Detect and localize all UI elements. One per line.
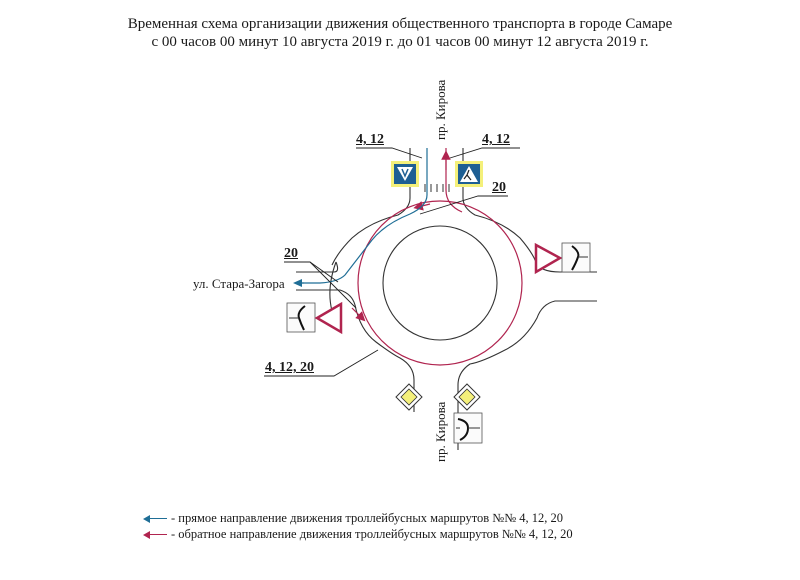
reverse-route-path	[357, 148, 523, 366]
legend-reverse-text: - обратное направление движения троллейб…	[171, 527, 573, 541]
street-name-north: пр. Кирова	[433, 79, 448, 140]
street-name-south: пр. Кирова	[433, 401, 448, 462]
pedestrian-crossing-sign-icon	[455, 161, 483, 187]
detour-sign-icon	[391, 161, 419, 187]
main-road-sign-right-icon	[453, 383, 481, 411]
legend-forward: - прямое направление движения троллейбус…	[143, 511, 563, 526]
route-label-north-ring: 20	[492, 180, 506, 195]
roundabout-plate-south-icon	[453, 412, 483, 444]
roundabout-plate-west-icon	[286, 302, 316, 333]
route-label-north-left: 4, 12	[356, 132, 384, 147]
give-way-sign-west-icon	[314, 301, 343, 335]
route-label-north-right: 4, 12	[482, 132, 510, 147]
scheme-period: с 00 часов 00 минут 10 августа 2019 г. д…	[151, 34, 649, 50]
legend-forward-text: - прямое направление движения троллейбус…	[171, 511, 564, 525]
crosswalk	[424, 184, 450, 192]
scheme-title: Временная схема организации движения общ…	[127, 16, 673, 32]
forward-route-path	[304, 148, 428, 284]
give-way-sign-east-icon	[534, 242, 563, 275]
roundabout-plate-east-icon	[561, 242, 591, 273]
main-road-sign-left-icon	[395, 383, 423, 411]
leader-lines	[264, 147, 520, 377]
street-name-west: ул. Стара-Загора	[193, 276, 285, 291]
blue-arrow-icon	[143, 514, 167, 524]
route-label-west-upper: 20	[284, 246, 298, 261]
red-arrow-icon	[143, 530, 167, 540]
route-label-southwest: 4, 12, 20	[265, 360, 314, 375]
legend-reverse: - обратное направление движения троллейб…	[143, 527, 573, 542]
